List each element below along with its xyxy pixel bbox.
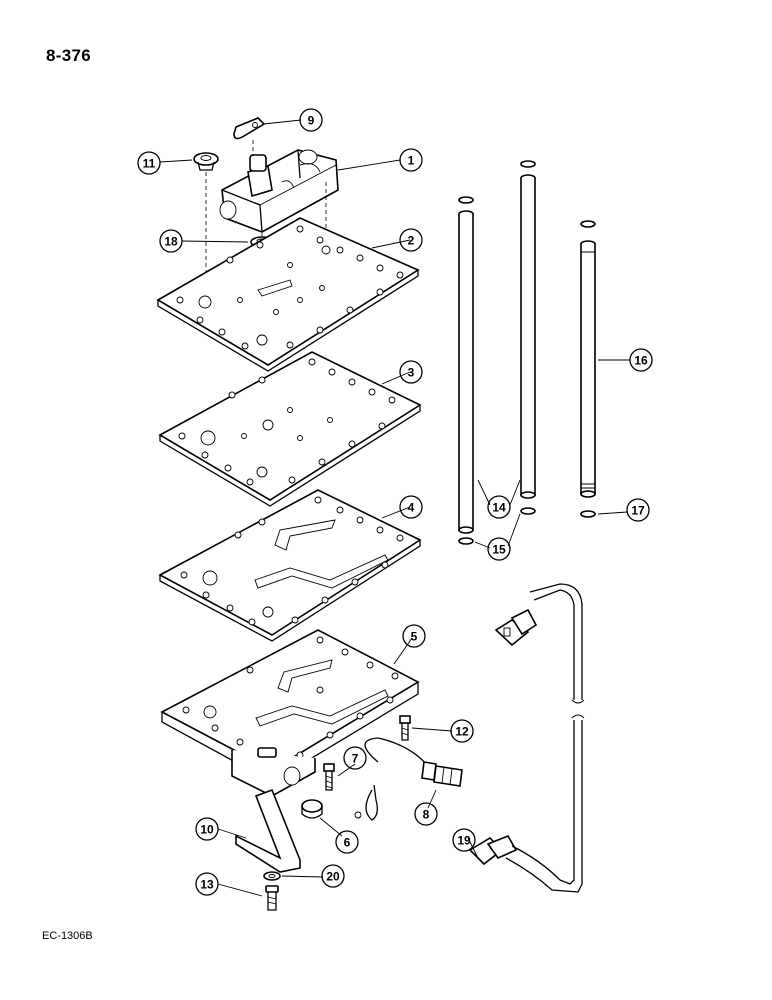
- figure-code: EC-1306B: [42, 930, 93, 942]
- leader-lines: [159, 119, 630, 897]
- callout-11: 11: [137, 151, 161, 175]
- callout-2: 2: [399, 228, 423, 252]
- plug-part: [193, 152, 219, 171]
- callout-8: 8: [414, 802, 438, 826]
- callout-label: 8: [423, 808, 430, 822]
- callout-label: 6: [344, 836, 351, 850]
- callout-9: 9: [299, 108, 323, 132]
- callout-13: 13: [195, 872, 219, 896]
- callout-14: 14: [487, 495, 511, 519]
- callout-label: 20: [326, 870, 340, 884]
- rod-part-14-middle: [520, 160, 536, 515]
- callout-label: 5: [411, 630, 418, 644]
- bolt-part-7: [323, 763, 335, 791]
- callout-label: 15: [492, 543, 506, 557]
- callout-label: 18: [164, 235, 178, 249]
- page-number: 8-376: [46, 46, 91, 65]
- callout-10: 10: [195, 817, 219, 841]
- callout-label: 14: [492, 501, 506, 515]
- callout-20: 20: [321, 864, 345, 888]
- base-plate-part: [160, 629, 420, 797]
- callout-19: 19: [452, 828, 476, 852]
- callout-label: 1: [408, 154, 415, 168]
- callout-17: 17: [626, 498, 650, 522]
- middle-plate-part: [158, 351, 422, 507]
- callout-label: 16: [634, 354, 648, 368]
- callout-label: 7: [352, 752, 359, 766]
- callout-12: 12: [450, 719, 474, 743]
- callout-18: 18: [159, 229, 183, 253]
- callout-label: 13: [200, 878, 214, 892]
- fitting-part: [301, 799, 323, 819]
- callout-label: 17: [631, 504, 645, 518]
- callout-5: 5: [402, 624, 426, 648]
- rod-part-16: [580, 220, 596, 518]
- callout-label: 11: [143, 157, 156, 171]
- bolt-part-12: [399, 715, 411, 741]
- callout-16: 16: [629, 348, 653, 372]
- slotted-plate-part: [158, 489, 422, 642]
- valve-body-part: [219, 149, 339, 233]
- callout-label: 9: [308, 114, 315, 128]
- callout-4: 4: [399, 495, 423, 519]
- clip-part: [233, 117, 266, 140]
- connector-cable-part: [468, 583, 585, 893]
- bolt-part-13: [265, 885, 279, 911]
- top-plate-holes: [176, 225, 404, 350]
- callout-15: 15: [487, 537, 511, 561]
- callout-7: 7: [343, 746, 367, 770]
- callout-1: 1: [399, 148, 423, 172]
- callout-3: 3: [399, 360, 423, 384]
- callout-label: 12: [455, 725, 469, 739]
- top-plate-part: [156, 217, 420, 372]
- callout-label: 2: [408, 234, 415, 248]
- callout-label: 19: [457, 834, 471, 848]
- rod-part-14-left: [458, 196, 474, 545]
- callout-label: 4: [408, 501, 415, 515]
- callout-label: 3: [408, 366, 415, 380]
- washer-part-20: [263, 871, 281, 881]
- callout-label: 10: [200, 823, 214, 837]
- callout-6: 6: [335, 830, 359, 854]
- bracket-part: [235, 788, 301, 873]
- sensor-part: [354, 737, 463, 821]
